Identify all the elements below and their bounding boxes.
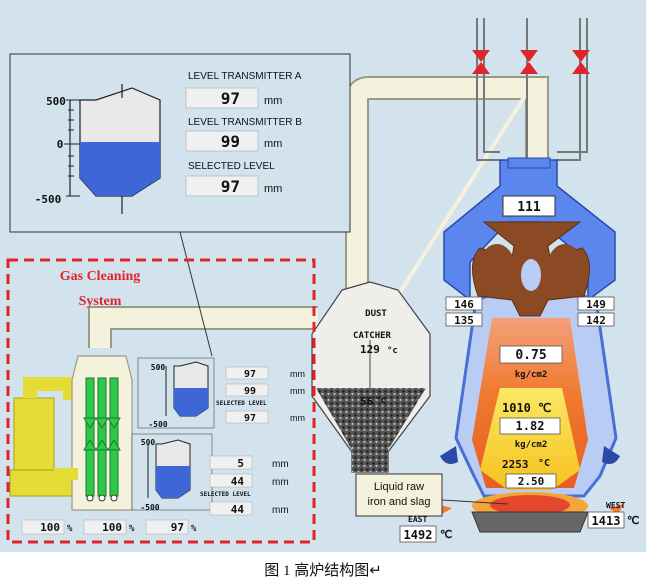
- tank2-selected-label: SELECTED LEVEL: [200, 491, 251, 498]
- bleeder-valve-icon[interactable]: [472, 50, 490, 74]
- tank2-value-b: 44: [231, 475, 245, 488]
- mid-temp-value: 1010: [502, 401, 531, 415]
- tuyere-icon: [440, 446, 458, 464]
- scale-mid-label: 0: [57, 138, 64, 151]
- dust-catcher-top-temp: 129: [360, 343, 380, 356]
- tuyere-icon: [602, 446, 620, 464]
- tank1-unit: mm: [290, 386, 305, 396]
- valve-opening-value: 97: [171, 521, 184, 534]
- tank2-unit: mm: [272, 505, 289, 516]
- tank2-scale-top: 500: [141, 438, 156, 447]
- lt-b-unit: mm: [264, 138, 282, 150]
- low-temp-value: 2253: [502, 458, 529, 471]
- dust-catcher-temp-unit: °c: [375, 396, 386, 406]
- tank2-unit: mm: [272, 459, 289, 470]
- top-pressure-value: 111: [517, 200, 541, 215]
- gas-cleaning-title-line1: Gas Cleaning: [60, 269, 141, 284]
- tank1-unit: mm: [290, 413, 305, 423]
- lt-a-label: LEVEL TRANSMITTER A: [188, 71, 302, 82]
- clean-gas-pipe: [90, 308, 318, 348]
- scale-top-label: 500: [46, 95, 66, 108]
- dust-catcher-bottom-temp: 56: [360, 395, 374, 408]
- tank2-value-a: 5: [237, 457, 244, 470]
- dust-catcher-label1: DUST: [365, 309, 387, 319]
- tank1-selected-value: 97: [244, 413, 256, 424]
- top-readout-box: [502, 195, 556, 217]
- west-temp-unit: ℃: [627, 514, 639, 527]
- shaft-pressure-value: 0.75: [515, 348, 546, 363]
- selected-level-value: 97: [221, 177, 240, 196]
- left-temp-value: 146: [454, 298, 474, 311]
- furnace-left-readouts: 146 135: [445, 296, 483, 327]
- hearth-slag: [490, 495, 570, 515]
- east-temp-unit: ℃: [440, 528, 452, 541]
- cohesive-zone: [480, 388, 580, 490]
- gcs-tank-1: 500 -500: [137, 357, 215, 429]
- tank1-value-b: 99: [244, 386, 256, 397]
- blast-furnace: 111: [436, 157, 624, 533]
- right-temp-value: 149: [586, 298, 606, 311]
- left-temp-value: 135: [454, 314, 474, 327]
- selected-level-unit: mm: [264, 183, 282, 195]
- lt-b-label: LEVEL TRANSMITTER B: [188, 117, 302, 128]
- lt-a-value: 97: [221, 89, 240, 108]
- hearth-base: [471, 511, 589, 533]
- mid-temp-unit: ℃: [538, 401, 551, 415]
- east-label: EAST: [408, 515, 427, 524]
- west-label: WEST: [606, 501, 625, 510]
- lt-a-unit: mm: [264, 95, 282, 107]
- furnace-right-readouts: 149 142: [577, 296, 615, 327]
- dust-catcher-label2: CATCHER: [353, 331, 392, 341]
- gas-cleaning-title-line2: System: [79, 294, 122, 309]
- bleeder-valve-icon[interactable]: [520, 50, 538, 74]
- slag-label-line1: Liquid raw: [374, 481, 424, 493]
- slag-label-line2: iron and slag: [368, 496, 431, 508]
- valve-opening-value: 100: [102, 521, 122, 534]
- uptake-pipe: [347, 78, 547, 300]
- valve-opening-unit: %: [129, 524, 135, 534]
- level-detail-panel: 500 0 -500 LEVEL TRANSMITTER A 97 mm LEV…: [9, 53, 351, 357]
- shaft-pressure-unit: kg/cm2: [515, 370, 548, 380]
- low-temp-unit: °C: [538, 458, 550, 469]
- scrubber-tubes: [83, 377, 121, 497]
- tank1-scale-top: 500: [151, 363, 166, 372]
- tank1-scale-bottom: -500: [148, 420, 167, 429]
- selected-level-label: SELECTED LEVEL: [188, 161, 275, 172]
- lt-b-value: 99: [221, 132, 240, 151]
- tank1-unit: mm: [290, 369, 305, 379]
- mid-pressure-value: 1.82: [516, 419, 545, 433]
- figure-caption: 图 1 高炉结构图↵: [264, 562, 382, 579]
- low-pressure-value: 2.50: [518, 475, 545, 488]
- west-tap-temp: 1413: [592, 514, 621, 528]
- gcs-tank-2: 500 -500: [131, 433, 213, 512]
- tank1-value-a: 97: [244, 369, 256, 380]
- right-temp-value: 142: [586, 314, 606, 327]
- dust-catcher: [311, 281, 431, 473]
- scale-bottom-label: -500: [35, 193, 62, 206]
- dust-catcher-temp-unit: °c: [387, 346, 398, 356]
- slag-callout: [355, 473, 443, 517]
- tank2-selected-value: 44: [231, 503, 245, 516]
- tank2-unit: mm: [272, 477, 289, 488]
- gas-cleaning-system-boundary: [6, 258, 316, 544]
- tank2-scale-bottom: -500: [140, 503, 159, 512]
- scrubber: [9, 355, 133, 511]
- valve-opening-unit: %: [191, 524, 197, 534]
- tank1-selected-label: SELECTED LEVEL: [216, 400, 267, 407]
- level-fill: [80, 142, 160, 196]
- valve-opening-unit: %: [67, 524, 73, 534]
- bleeder-line: [393, 86, 532, 302]
- bleeder-valve-icon[interactable]: [572, 50, 590, 74]
- mid-pressure-unit: kg/cm2: [515, 440, 548, 450]
- east-tap-temp: 1492: [404, 528, 433, 542]
- valve-opening-value: 100: [40, 521, 60, 534]
